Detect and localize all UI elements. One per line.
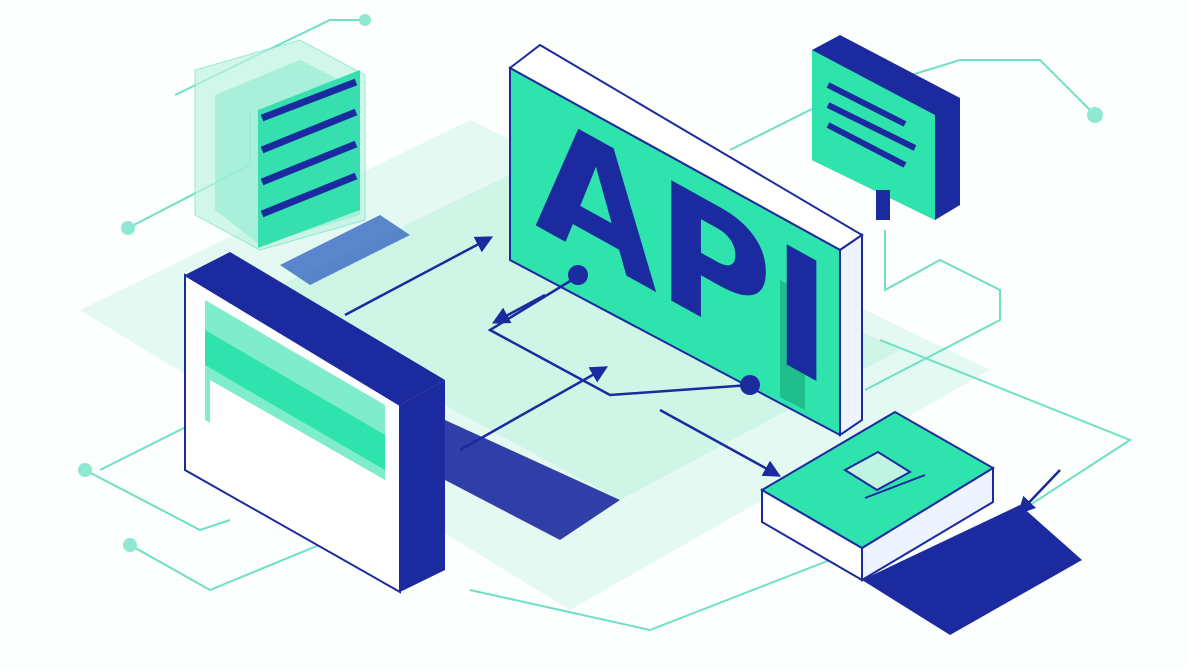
monitor-top-right xyxy=(812,35,960,220)
data-flow-arrows xyxy=(344,236,1061,515)
connection-nodes xyxy=(568,265,760,395)
circuit-nodes xyxy=(78,14,1103,552)
server-stack xyxy=(194,39,410,285)
device-chip-icon xyxy=(843,450,912,492)
monitor-left xyxy=(184,252,620,594)
device-bottom-right xyxy=(760,410,1082,635)
background-plane xyxy=(80,120,990,610)
